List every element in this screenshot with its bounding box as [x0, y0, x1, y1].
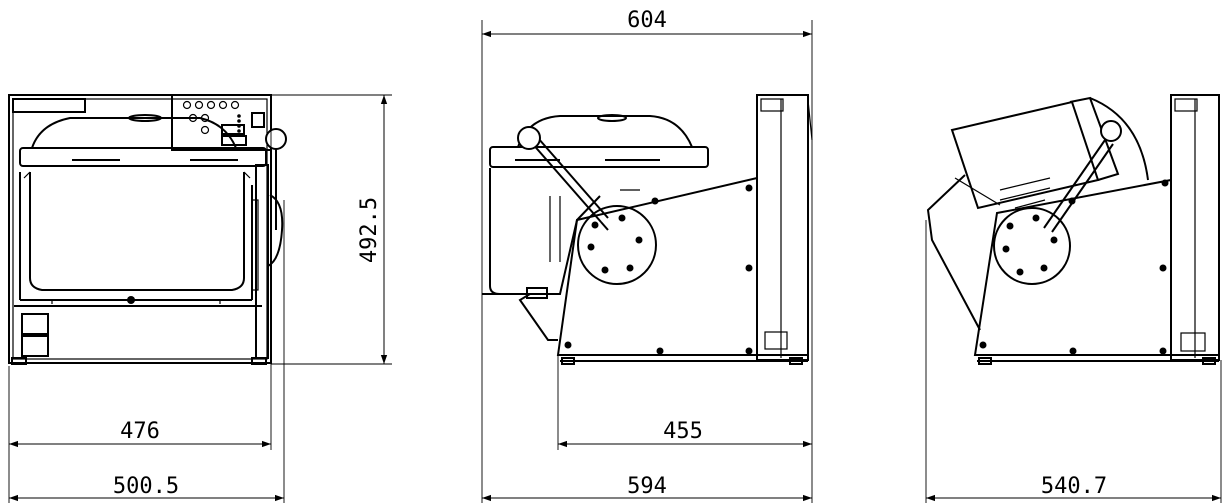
dim-side-top-width: 604: [627, 8, 667, 33]
dim-side-overall-width: 594: [627, 474, 667, 499]
dim-front-inner-width: 476: [120, 419, 160, 444]
control-panel: [171, 94, 272, 151]
dimension-lines: 476 500.5 492.5 604 455 594 540.7: [8, 8, 1222, 503]
side-view-tilted: [926, 94, 1220, 365]
side-view-upright: [482, 94, 813, 365]
dim-tilted-overall-width: 540.7: [1041, 474, 1107, 499]
dim-side-body-width: 455: [663, 419, 703, 444]
front-view: [8, 94, 287, 365]
dim-height: 492.5: [357, 197, 382, 263]
dim-front-overall-width: 500.5: [113, 474, 179, 499]
